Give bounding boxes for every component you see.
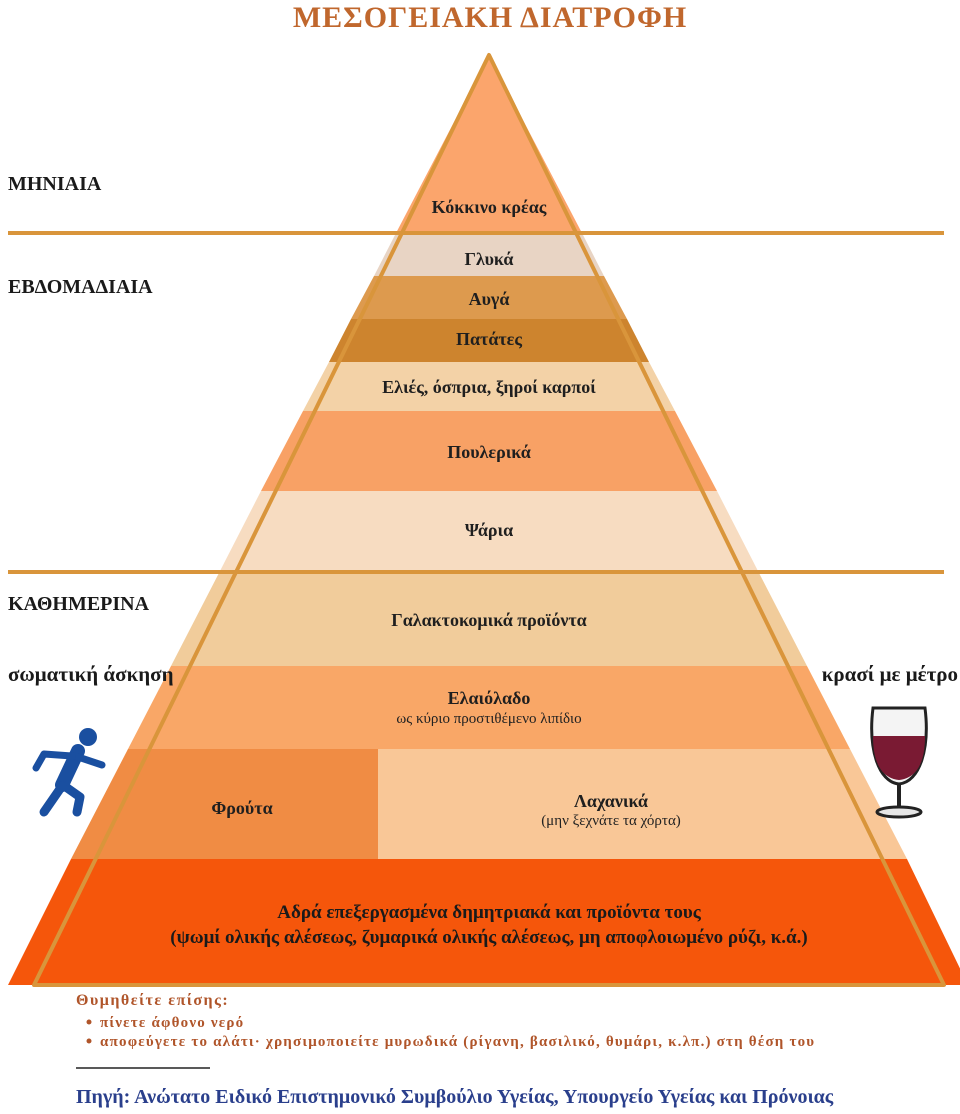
pyramid-outline xyxy=(32,53,946,987)
text-poultry: Πουλερικά xyxy=(447,442,531,462)
text-olive-oil: Ελαιόλαδο xyxy=(448,688,531,708)
tier-olives xyxy=(303,362,675,411)
text-eggs: Αυγά xyxy=(469,289,510,309)
text-fish: Ψάρια xyxy=(465,520,513,540)
tier-red-meat xyxy=(395,55,583,235)
running-person-icon xyxy=(32,728,106,817)
text-grains-examples: (ψωμί ολικής αλέσεως, ζυμαρικά ολικής αλ… xyxy=(170,927,807,948)
label-daily: ΚΑΘΗΜΕΡΙΝΑ xyxy=(8,593,150,615)
bullet-2 xyxy=(86,1038,92,1044)
bullet-1 xyxy=(86,1019,92,1025)
tier-dairy xyxy=(171,571,807,666)
label-wine: κρασί με μέτρο xyxy=(822,662,958,686)
tier-vegetables xyxy=(378,749,907,859)
text-vegetables-note: (μην ξεχνάτε τα χόρτα) xyxy=(541,813,681,829)
tier-sweets xyxy=(374,235,604,276)
reminder-item-salt: αποφεύγετε το αλάτι· χρησιμοποιείτε μυρω… xyxy=(100,1034,815,1050)
wine-glass-icon xyxy=(870,706,928,819)
tier-poultry xyxy=(261,411,717,491)
label-monthly: ΜΗΝΙΑΙΑ xyxy=(8,173,102,195)
pyramid-tiers xyxy=(8,55,960,985)
tier-olive-oil xyxy=(128,666,850,749)
text-olives: Ελιές, όσπρια, ξηροί καρποί xyxy=(382,377,596,398)
text-vegetables: Λαχανικά xyxy=(574,791,648,811)
tier-potatoes xyxy=(329,319,649,362)
source-credit: Πηγή: Ανώτατο Ειδικό Επιστημονικό Συμβού… xyxy=(76,1086,834,1108)
page-title: ΜΕΣΟΓΕΙΑΚΗ ΔΙΑΤΡΟΦΗ xyxy=(293,1,687,34)
text-red-meat: Κόκκινο κρέας xyxy=(432,197,547,217)
text-grains: Αδρά επεξεργασμένα δημητριακά και προϊόν… xyxy=(277,902,701,923)
text-olive-oil-note: ως κύριο προστιθέμενο λιπίδιο xyxy=(396,711,581,727)
reminder-heading: Θυμηθείτε επίσης: xyxy=(76,992,229,1009)
label-weekly: ΕΒΔΟΜΑΔΙΑΙΑ xyxy=(8,276,153,298)
tier-fruits xyxy=(71,749,378,859)
tier-grains xyxy=(8,859,960,985)
tier-fish xyxy=(220,491,758,571)
text-potatoes: Πατάτες xyxy=(456,329,522,349)
label-exercise: σωματική άσκηση xyxy=(8,662,174,686)
text-sweets: Γλυκά xyxy=(465,249,514,269)
tier-eggs xyxy=(351,276,627,319)
text-dairy: Γαλακτοκομικά προϊόντα xyxy=(391,610,586,630)
text-fruits: Φρούτα xyxy=(211,798,272,818)
reminder-item-water: πίνετε άφθονο νερό xyxy=(100,1015,244,1031)
